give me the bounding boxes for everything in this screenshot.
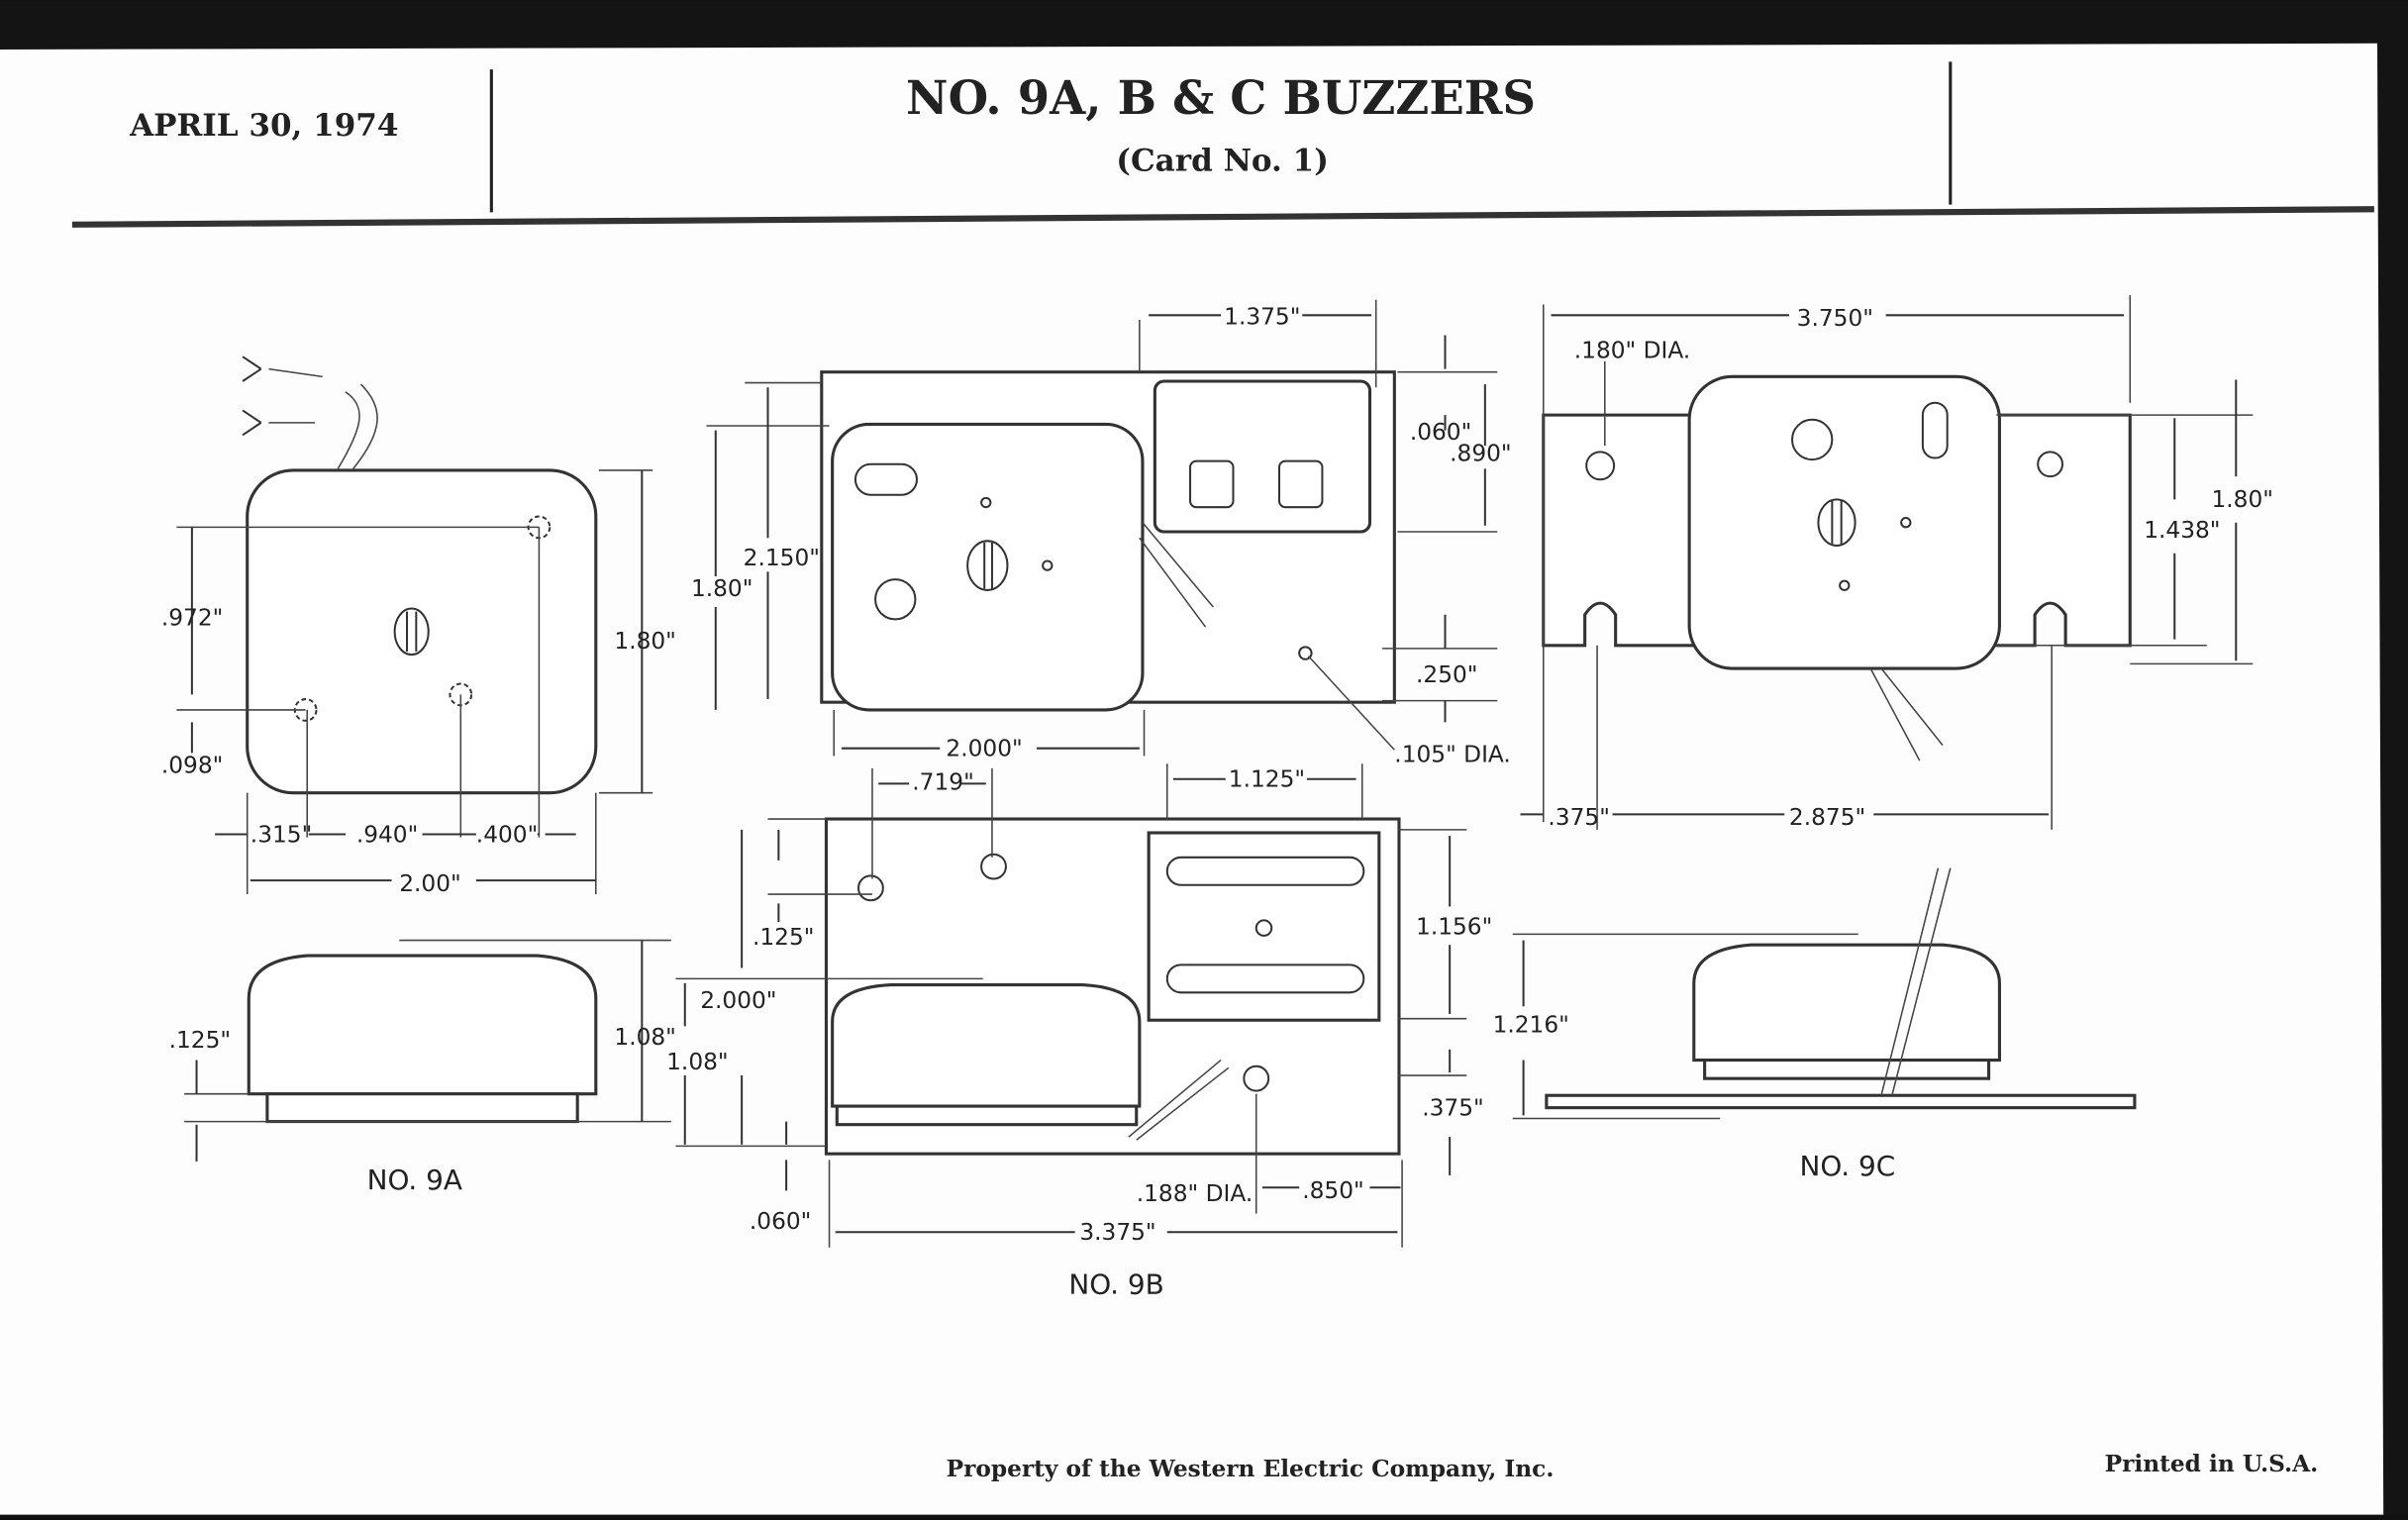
dim-label: .098" (161, 753, 223, 779)
header: APRIL 30, 1974 NO. 9A, B & C BUZZERS (Ca… (71, 61, 2374, 228)
dim-label: 1.80" (691, 575, 752, 602)
dim-label: 3.750" (1797, 305, 1873, 332)
dim-label: .940" (356, 821, 418, 848)
dim-label: .125" (169, 1027, 231, 1054)
dim-label: .400" (476, 821, 538, 848)
dim-label: 2.875" (1789, 804, 1865, 831)
page-title: NO. 9A, B & C BUZZERS (906, 70, 1536, 125)
base-plate (265, 1092, 579, 1124)
dim-label: 1.375" (1224, 304, 1300, 331)
dim-label: .105" DIA. (1394, 742, 1511, 768)
dim-label: 2.000" (946, 735, 1022, 761)
dim-label: 1.156" (1416, 913, 1492, 940)
terminal-bracket (1153, 379, 1372, 534)
dim-label: .375" (1422, 1094, 1483, 1121)
dim-label: 2.150" (744, 545, 820, 571)
dim-label: .375" (1548, 804, 1609, 831)
dim-label: 1.216" (1493, 1012, 1569, 1039)
dim-label: 2.000" (700, 987, 776, 1014)
dim-label: 1.08" (614, 1024, 675, 1051)
dim-label: .060" (1410, 419, 1471, 446)
caption-no9a: NO. 9A (367, 1164, 462, 1196)
adjust-screw (393, 607, 430, 657)
dim-label: .180" DIA. (1574, 338, 1691, 364)
dim-label: .890" (1450, 441, 1511, 467)
dim-label: 1.80" (2211, 486, 2272, 513)
base-plate (1545, 1093, 2137, 1110)
property-notice: Property of the Western Electric Company… (947, 1456, 1555, 1482)
printed-notice: Printed in U.S.A. (2105, 1451, 2319, 1477)
page-subtitle: (Card No. 1) (1116, 144, 1329, 179)
wire-leads (268, 367, 378, 469)
caption-no9b: NO. 9B (1068, 1267, 1163, 1300)
dim-label: 3.375" (1079, 1219, 1155, 1246)
dim-label: 1.438" (2144, 517, 2220, 544)
spade-terminals (242, 355, 262, 437)
header-rule (71, 206, 2374, 228)
dim-label: 2.00" (399, 870, 460, 897)
dim-label: .060" (750, 1208, 811, 1235)
dim-label: .125" (752, 924, 814, 951)
dim-label: .972" (161, 605, 223, 632)
buzzer-body (831, 422, 1145, 712)
dim-label: 1.125" (1229, 765, 1305, 792)
buzzer-side-view (247, 954, 598, 1096)
buzzer-body (1687, 374, 2001, 670)
dim-label: .850" (1302, 1177, 1363, 1204)
bracket-side (1147, 831, 1381, 1022)
dim-label: .250" (1416, 661, 1477, 688)
dim-label: .719" (912, 769, 973, 796)
dim-label: 1.80" (614, 628, 675, 655)
drawing-no9b: 1.375" .060" .890" 2.150" 1.80" .250" .1… (666, 299, 1512, 1300)
buzzer-top-view (246, 468, 598, 795)
dim-label: .315" (251, 821, 312, 848)
drawing-no9a: .972" .098" 1.80" .315" .940" .400" 2.00… (161, 355, 676, 1196)
buzzer-side-view (1692, 943, 2001, 1063)
dim-label: .188" DIA. (1137, 1180, 1254, 1207)
drawing-no9c: 3.750" .180" DIA. 1.80" 1.438" .375" 2.8… (1493, 295, 2273, 1182)
dim-label: 1.08" (666, 1049, 728, 1075)
caption-no9c: NO. 9C (1800, 1150, 1896, 1182)
date: APRIL 30, 1974 (129, 108, 398, 144)
